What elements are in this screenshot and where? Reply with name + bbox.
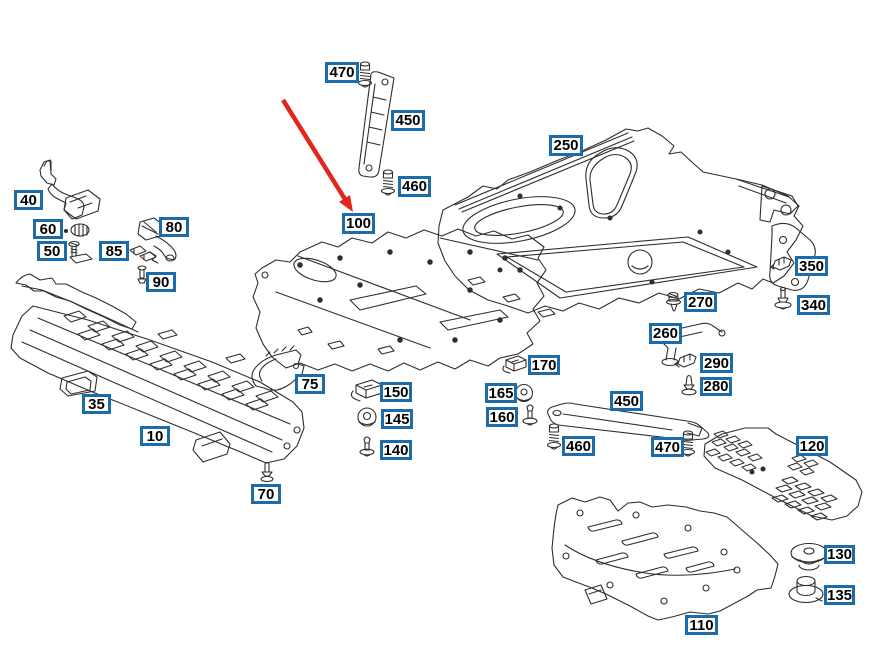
part-160-pin — [522, 404, 538, 426]
part-label-140[interactable]: 140 — [380, 440, 412, 460]
part-280-pin — [681, 374, 697, 396]
part-250-drawing — [437, 127, 816, 318]
part-270-screw — [665, 291, 682, 312]
part-label-135[interactable]: 135 — [824, 585, 855, 605]
part-label-260[interactable]: 260 — [649, 323, 682, 344]
part-label-110[interactable]: 110 — [685, 615, 718, 635]
part-label-250[interactable]: 250 — [549, 135, 583, 156]
part-label-130[interactable]: 130 — [824, 545, 855, 564]
part-450-top-drawing — [358, 71, 395, 178]
part-label-290[interactable]: 290 — [700, 353, 733, 373]
part-90-pin — [137, 265, 147, 284]
part-label-470-top[interactable]: 470 — [325, 62, 359, 83]
part-label-100[interactable]: 100 — [342, 213, 375, 234]
part-label-90[interactable]: 90 — [146, 272, 176, 292]
part-10-drawing — [10, 273, 305, 464]
part-label-165[interactable]: 165 — [485, 383, 517, 403]
part-label-450-top[interactable]: 450 — [391, 110, 425, 131]
part-label-80[interactable]: 80 — [159, 217, 189, 237]
part-40-drawing — [39, 159, 101, 220]
part-label-160[interactable]: 160 — [486, 407, 518, 427]
part-label-75[interactable]: 75 — [295, 374, 325, 394]
part-350-clip — [770, 256, 792, 271]
part-60-clip — [63, 223, 90, 237]
part-75-drawing — [251, 345, 305, 391]
part-290-clip — [674, 353, 697, 368]
part-label-460-top[interactable]: 460 — [398, 176, 431, 197]
part-140-pin — [359, 436, 375, 457]
part-label-270[interactable]: 270 — [684, 292, 717, 312]
part-label-50[interactable]: 50 — [37, 241, 67, 261]
part-label-350[interactable]: 350 — [795, 256, 828, 276]
part-35-clip — [59, 370, 98, 397]
part-100-drawing — [252, 228, 547, 372]
part-label-10[interactable]: 10 — [140, 426, 170, 446]
part-label-85[interactable]: 85 — [99, 241, 129, 261]
part-label-470-bottom[interactable]: 470 — [651, 437, 684, 457]
part-label-460-bottom[interactable]: 460 — [562, 436, 595, 456]
part-340-pin — [774, 286, 792, 310]
part-label-340[interactable]: 340 — [797, 295, 830, 315]
part-label-60[interactable]: 60 — [33, 219, 63, 239]
part-170-clip — [502, 355, 527, 374]
part-85-clips — [129, 245, 157, 262]
part-label-145[interactable]: 145 — [381, 409, 413, 429]
part-label-280[interactable]: 280 — [700, 377, 732, 396]
part-120-drawing — [703, 427, 863, 521]
part-470-top-screw — [357, 61, 373, 88]
part-110-drawing — [551, 496, 779, 621]
part-50-screw — [68, 240, 93, 264]
part-label-150[interactable]: 150 — [380, 382, 412, 402]
part-70-pin — [260, 461, 274, 483]
part-135-bushing — [788, 575, 824, 604]
part-145-washer — [357, 407, 377, 427]
part-460-top-screw — [380, 169, 396, 196]
part-label-40[interactable]: 40 — [14, 190, 43, 210]
part-label-450-bottom[interactable]: 450 — [610, 391, 643, 411]
part-label-70[interactable]: 70 — [251, 484, 281, 504]
part-label-35[interactable]: 35 — [82, 394, 111, 414]
part-460-bottom-screw — [546, 423, 562, 450]
part-label-120[interactable]: 120 — [796, 436, 828, 456]
part-label-170[interactable]: 170 — [528, 355, 560, 375]
